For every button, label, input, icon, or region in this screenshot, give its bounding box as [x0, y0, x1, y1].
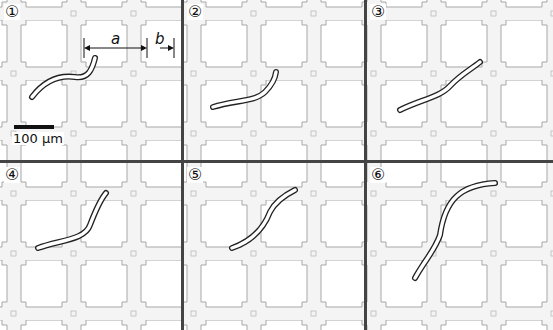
- panel-number: ③: [370, 4, 386, 20]
- scale-label: 100 μm: [12, 132, 64, 145]
- scale-bar: [14, 125, 54, 129]
- panel-number: ①: [4, 4, 20, 20]
- worms: [32, 58, 495, 278]
- worm: [213, 72, 276, 107]
- panel-number: ⑥: [370, 167, 386, 183]
- worm: [32, 58, 95, 97]
- panel-number: ②: [187, 4, 203, 20]
- panel-number: ⑤: [187, 167, 203, 183]
- panel-number: ④: [4, 167, 20, 183]
- worm: [400, 62, 480, 110]
- dimension-label: b: [154, 32, 166, 47]
- dimension-label: a: [110, 32, 121, 47]
- worm: [415, 183, 495, 278]
- worm: [232, 190, 295, 248]
- worm: [38, 193, 106, 248]
